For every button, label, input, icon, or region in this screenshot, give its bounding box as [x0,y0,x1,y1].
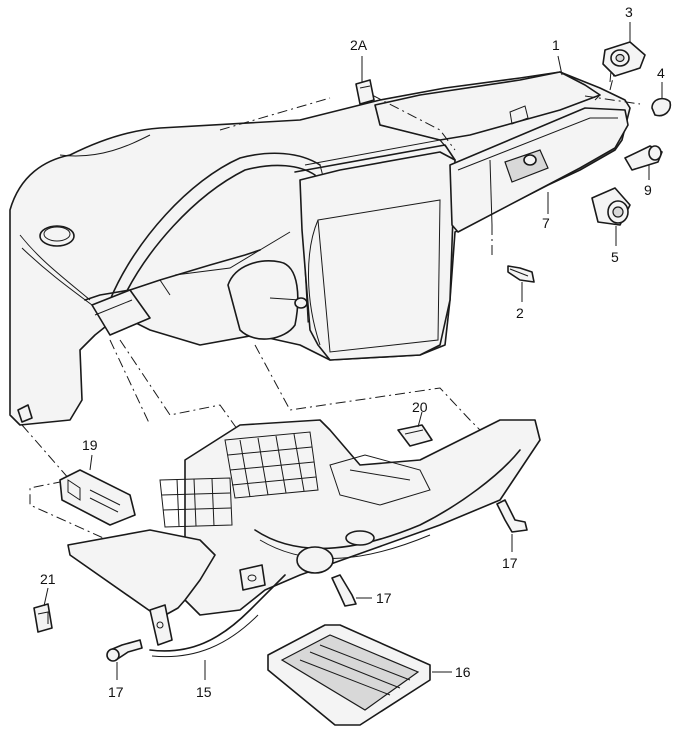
plug-9 [624,145,663,180]
screw-17-right [496,499,528,552]
callout-17-right: 17 [502,555,518,571]
screw-17-left [106,639,143,680]
upper-trim-panel [374,71,601,147]
callout-1: 1 [552,37,560,53]
clip-21 [33,587,53,633]
lock-5 [591,187,631,246]
clip-20 [397,411,433,447]
callout-21: 21 [40,571,56,587]
grille-right [159,477,233,528]
glovebox-lid [449,107,629,258]
callout-16: 16 [455,664,471,680]
callout-7: 7 [542,215,550,231]
callout-labels: 1 2A 3 4 9 7 5 2 20 19 17 17 21 16 17 15 [40,4,665,700]
clip-2a [355,56,375,105]
lock-3 [602,22,646,77]
callout-2a: 2A [350,37,368,53]
callout-17-middle: 17 [376,590,392,606]
screw-17-middle [331,574,372,607]
callout-5: 5 [611,249,619,265]
callout-2: 2 [516,305,524,321]
assembly-guides [21,339,481,551]
bracket-19 [59,454,136,526]
screw-2 [507,265,535,302]
callout-20: 20 [412,399,428,415]
callout-4: 4 [657,65,665,81]
callout-15: 15 [196,684,212,700]
callout-3: 3 [625,4,633,20]
glovebox-frame [294,139,456,361]
grille-left [224,431,319,499]
glovebox-tray-15 [149,419,541,680]
callout-9: 9 [644,182,652,198]
lower-plate [67,529,216,646]
tray-insert-16 [267,624,452,726]
callout-19: 19 [82,437,98,453]
cap-4 [651,82,672,117]
callout-17-left: 17 [108,684,124,700]
